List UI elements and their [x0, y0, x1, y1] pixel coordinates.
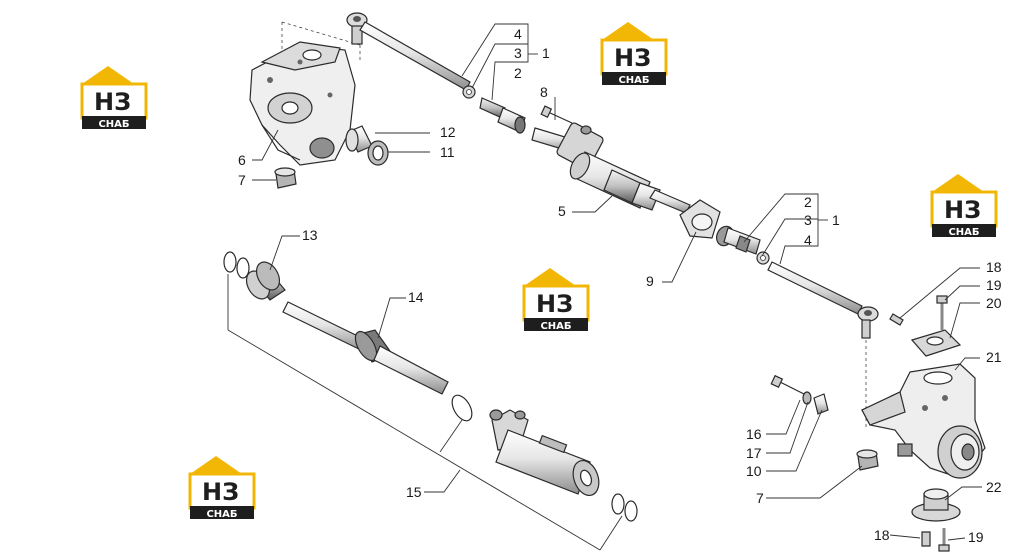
tie-rod-end-upper: [346, 12, 471, 91]
callout-5: 5: [558, 203, 566, 219]
callout-19: 19: [968, 529, 984, 545]
callout-4: 4: [514, 26, 522, 42]
watermark-logo: НЗ СНАБ: [600, 20, 668, 87]
inner-ball-joint-upper: [479, 97, 526, 134]
castle-nut-right: [856, 449, 879, 471]
callout-4: 4: [804, 232, 812, 248]
o-rings-left: [223, 251, 250, 279]
castle-nut-left: [274, 167, 297, 189]
callout-7: 7: [238, 172, 246, 188]
callout-7: 7: [756, 490, 764, 506]
watermark-logo: НЗ СНАБ: [80, 64, 148, 131]
o-rings-right: [611, 493, 638, 522]
washer-17: [802, 391, 812, 405]
steering-knuckle-right: [861, 363, 986, 479]
bolt-19-upper: [936, 295, 948, 330]
callout-16: 16: [746, 426, 762, 442]
watermark-mark: НЗ: [944, 196, 981, 224]
bushing-12: [345, 125, 373, 153]
piston-rod-14: [282, 301, 449, 395]
steering-knuckle-left: [249, 21, 361, 166]
callout-15: 15: [406, 484, 422, 500]
callout-8: 8: [540, 84, 548, 100]
watermark-caption: СНАБ: [618, 75, 649, 86]
callout-20: 20: [986, 295, 1002, 311]
callout-13: 13: [302, 227, 318, 243]
callout-3: 3: [804, 212, 812, 228]
piston-seal-13: [245, 261, 286, 301]
grease-nipple-18-upper: [889, 313, 904, 326]
callout-labels: 4 3 1 2 8 12 11 6 7 5 2 3 1 4 9 13 14 15…: [238, 26, 1002, 545]
callout-21: 21: [986, 349, 1002, 365]
callout-18: 18: [874, 527, 890, 543]
callout-22: 22: [986, 479, 1002, 495]
watermark-caption: СНАБ: [540, 321, 571, 332]
bolt-16: [770, 374, 805, 395]
gaiter-9: [679, 199, 721, 239]
steering-cylinder: [531, 122, 691, 214]
cylinder-tube-15: [489, 409, 600, 497]
callout-1: 1: [542, 45, 550, 61]
watermark-caption: СНАБ: [206, 509, 237, 520]
callout-18: 18: [986, 259, 1002, 275]
bolt-8: [540, 105, 573, 124]
nut-lower: [756, 251, 770, 265]
watermark-mark: НЗ: [202, 478, 239, 506]
callout-2: 2: [514, 65, 522, 81]
seal-11: [367, 140, 389, 166]
watermark-logo: НЗ СНАБ: [930, 172, 998, 239]
watermark-caption: СНАБ: [948, 227, 979, 238]
callout-9: 9: [646, 273, 654, 289]
callout-10: 10: [746, 463, 762, 479]
watermark-logo: НЗ СНАБ: [522, 266, 590, 333]
callout-6: 6: [238, 152, 246, 168]
watermark-mark: НЗ: [94, 88, 131, 116]
callout-12: 12: [440, 124, 456, 140]
watermark-logo: НЗ СНАБ: [188, 454, 256, 521]
bolt-19-lower: [938, 528, 950, 552]
kingpin-cap-22: [911, 488, 961, 522]
callout-2: 2: [804, 194, 812, 210]
leader-lines: [227, 23, 982, 551]
watermark-mark: НЗ: [536, 290, 573, 318]
callout-17: 17: [746, 445, 762, 461]
bushing-10: [813, 393, 829, 415]
tie-rod-end-lower: [767, 261, 879, 430]
callout-1: 1: [832, 212, 840, 228]
o-ring-mid: [451, 394, 473, 422]
callout-19: 19: [986, 277, 1002, 293]
watermark-mark: НЗ: [614, 44, 651, 72]
callout-14: 14: [408, 289, 424, 305]
inner-ball-joint-lower: [716, 225, 761, 255]
kingpin-cap-20: [910, 329, 962, 357]
callout-3: 3: [514, 45, 522, 61]
grease-nipple-18-lower: [921, 531, 931, 547]
watermark-caption: СНАБ: [98, 119, 129, 130]
callout-11: 11: [440, 144, 455, 160]
nut-upper: [462, 85, 476, 99]
